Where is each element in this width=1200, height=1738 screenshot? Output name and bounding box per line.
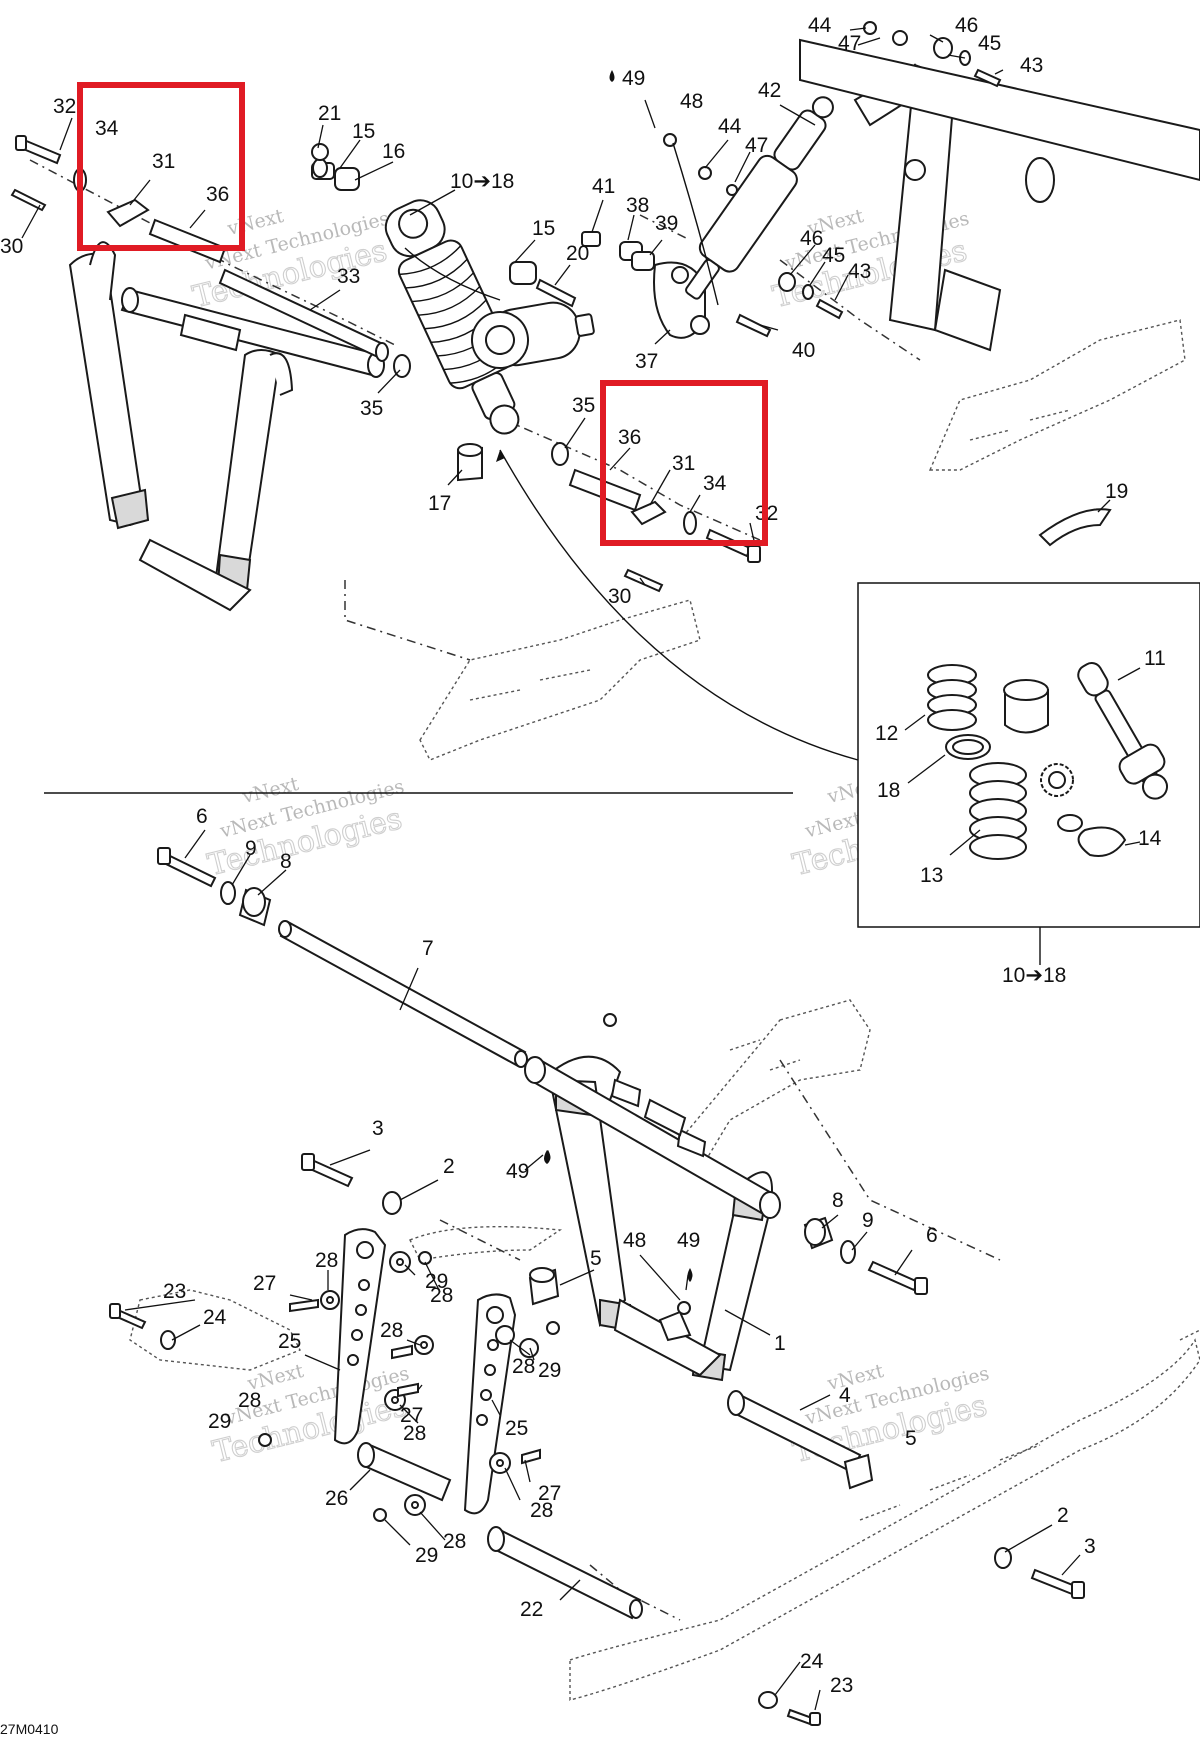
callout-label: 28 (238, 1389, 261, 1412)
callout-label: 39 (655, 212, 678, 235)
callout-label: 44 (808, 14, 832, 37)
callout-label: 3 (1084, 1535, 1096, 1558)
callout-label: 2 (443, 1155, 455, 1178)
callout-label: 49 (677, 1229, 700, 1252)
callout-label: 31 (672, 452, 695, 475)
callout-label: 46 (955, 14, 978, 37)
callout-label: 29 (208, 1410, 231, 1433)
callout-label: 13 (920, 864, 943, 887)
callout-label: 31 (152, 150, 175, 173)
callout-label: 35 (360, 397, 383, 420)
callout-label: 6 (926, 1224, 938, 1247)
callout-label: 5 (590, 1247, 602, 1270)
callout-label: 27 (253, 1272, 276, 1295)
callout-label: 28 (530, 1499, 553, 1522)
callout-label: 29 (538, 1359, 561, 1382)
callout-label: 37 (635, 350, 658, 373)
callout-label: 34 (95, 117, 119, 140)
callout-label: 28 (403, 1422, 426, 1445)
callout-label: 49 (622, 67, 645, 90)
callout-label: 24 (800, 1650, 824, 1673)
callout-label: 24 (203, 1306, 227, 1329)
callout-label: 29 (425, 1270, 448, 1293)
callout-label: 45 (822, 244, 845, 267)
callout-label: 49 (506, 1160, 529, 1183)
callout-label: 47 (745, 134, 768, 157)
callout-label: 1 (774, 1332, 786, 1355)
callout-label: 36 (206, 183, 229, 206)
callout-label: 14 (1138, 827, 1162, 850)
callout-label: 7 (422, 937, 434, 960)
callout-label: 11 (1144, 647, 1166, 670)
callout-label: 48 (623, 1229, 646, 1252)
callout-label: 2 (1057, 1504, 1069, 1527)
callout-label: 26 (325, 1487, 348, 1510)
callout-labels: 32 34 31 36 30 21 15 16 10➔18 33 35 17 1… (0, 14, 1166, 1697)
callout-label: 15 (352, 120, 375, 143)
callout-label: 8 (832, 1189, 844, 1212)
callout-label: 4 (839, 1384, 851, 1407)
callout-label: 22 (520, 1598, 543, 1621)
callout-label: 30 (608, 585, 631, 608)
callout-label: 3 (372, 1117, 384, 1140)
callout-label: 17 (428, 492, 451, 515)
callout-label: 28 (443, 1530, 466, 1553)
callout-label: 25 (505, 1417, 528, 1440)
callout-label: 36 (618, 426, 641, 449)
callout-label: 41 (592, 175, 615, 198)
callout-label: 47 (838, 32, 861, 55)
callout-label: 27 (400, 1404, 423, 1427)
callout-label: 34 (703, 472, 727, 495)
callout-label: 33 (337, 265, 360, 288)
callout-label: 9 (245, 837, 257, 860)
callout-label: 30 (0, 235, 23, 258)
leader-lines (21, 27, 1141, 1711)
highlight-box-left (77, 82, 245, 251)
callout-label: 28 (315, 1249, 338, 1272)
callout-label: 43 (1020, 54, 1043, 77)
callout-label: 32 (53, 95, 76, 118)
callout-label: 6 (196, 805, 208, 828)
callout-label: 9 (862, 1209, 874, 1232)
callout-label: 29 (415, 1544, 438, 1567)
callout-label: 28 (380, 1319, 403, 1342)
callout-label: 38 (626, 194, 649, 217)
callout-label: 46 (800, 227, 823, 250)
callout-label: 43 (848, 260, 871, 283)
callout-label: 19 (1105, 480, 1128, 503)
callout-label: 40 (792, 339, 815, 362)
lower-assembly (109, 847, 1200, 1726)
callout-label: 23 (163, 1280, 186, 1303)
callout-label: 12 (875, 722, 898, 745)
callout-label: 44 (718, 115, 742, 138)
callout-label: 28 (512, 1355, 535, 1378)
inset-box (857, 582, 1200, 965)
callout-label: 21 (318, 102, 341, 125)
highlight-box-right (600, 380, 768, 546)
diagram-code: 27M0410 (0, 1721, 59, 1737)
callout-label: 42 (758, 79, 781, 102)
callout-label: 10➔18 (450, 170, 514, 193)
callout-label: 45 (978, 32, 1001, 55)
callout-label: 28 (430, 1284, 453, 1307)
upper-assembly (10, 21, 1200, 761)
callout-label: 20 (566, 242, 589, 265)
callout-label: 15 (532, 217, 555, 240)
callout-label: 23 (830, 1674, 853, 1697)
callout-label: 18 (877, 779, 900, 802)
callout-label: 48 (680, 90, 703, 113)
callout-label: 8 (280, 850, 292, 873)
callout-label: 16 (382, 140, 405, 163)
callout-label: 35 (572, 394, 595, 417)
callout-label: 5 (905, 1427, 917, 1450)
callout-label: 27 (538, 1482, 561, 1505)
callout-label: 25 (278, 1330, 301, 1353)
callout-label: 10➔18 (1002, 964, 1066, 987)
